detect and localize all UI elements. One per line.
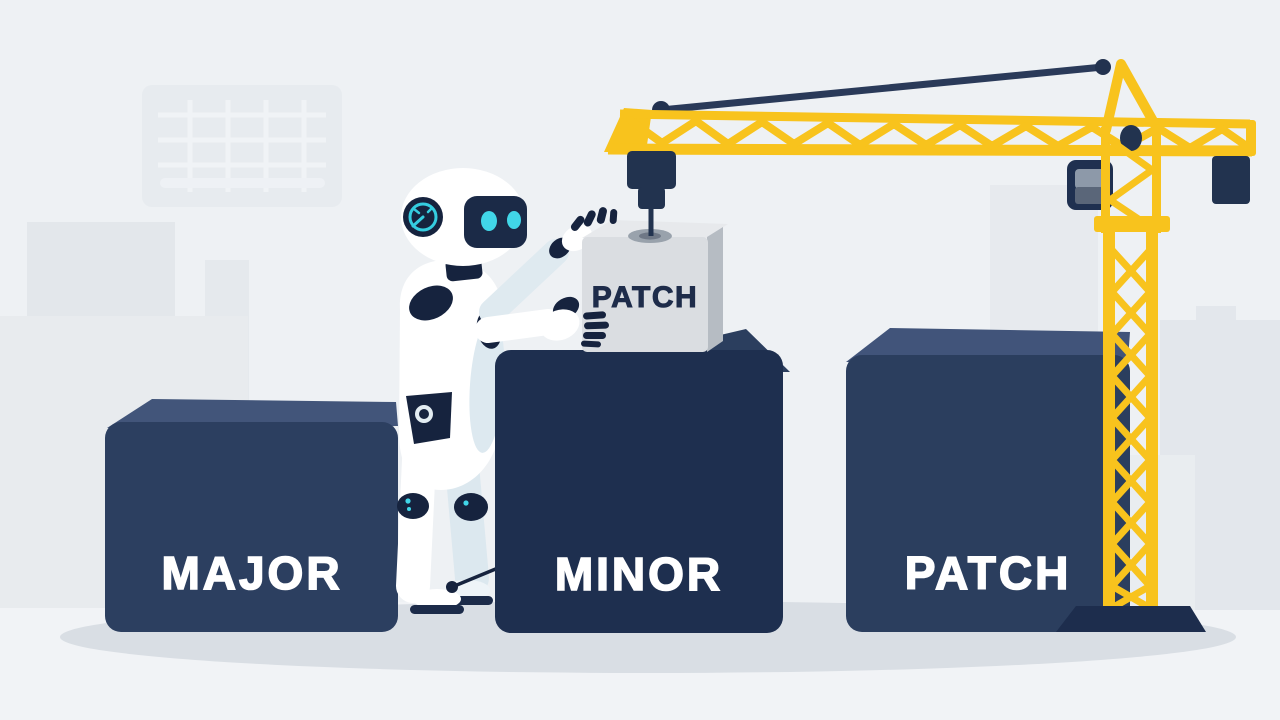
major-block: MAJOR bbox=[105, 399, 398, 632]
minor-label: MINOR bbox=[555, 548, 723, 600]
wrench-icon bbox=[446, 566, 500, 593]
robot-left-foot bbox=[413, 589, 461, 609]
lifted-patch-block: PATCH bbox=[582, 208, 728, 352]
crane-mast bbox=[1094, 127, 1170, 612]
lifted-patch-label: PATCH bbox=[592, 281, 698, 314]
patch-block-front bbox=[846, 355, 1130, 632]
crane-tie-bar bbox=[660, 63, 1104, 114]
lifted-block-side bbox=[707, 227, 723, 352]
crane-counterweight bbox=[1212, 156, 1250, 204]
robot-right-knee bbox=[454, 493, 488, 521]
robot-upper-arm bbox=[479, 239, 569, 325]
crane-base bbox=[1056, 606, 1206, 632]
robot-left-knee bbox=[397, 493, 429, 519]
robot-lower-hand bbox=[540, 309, 580, 341]
gauge-icon bbox=[403, 197, 443, 237]
lifted-block-front bbox=[582, 237, 708, 352]
patch-block: PATCH bbox=[846, 328, 1130, 632]
window-grid bbox=[158, 100, 326, 192]
major-block-front bbox=[105, 422, 398, 632]
robot bbox=[396, 168, 593, 614]
robot-fingers bbox=[570, 207, 618, 348]
major-label: MAJOR bbox=[161, 547, 342, 599]
patch-block-top bbox=[846, 328, 1130, 362]
window-panel-silhouette bbox=[142, 85, 342, 207]
robot-shoulder-joint bbox=[409, 285, 453, 321]
crane-pivot bbox=[1120, 125, 1142, 151]
robot-eye-left bbox=[481, 211, 497, 231]
minor-block-front bbox=[495, 350, 783, 633]
tower-crane bbox=[604, 59, 1256, 632]
minor-block: MINOR bbox=[495, 329, 790, 633]
robot-eye-right bbox=[507, 211, 521, 229]
robot-forearm bbox=[475, 309, 561, 343]
major-block-top bbox=[107, 399, 398, 428]
patch-label: PATCH bbox=[905, 547, 1072, 599]
lifted-block-top bbox=[582, 220, 728, 238]
